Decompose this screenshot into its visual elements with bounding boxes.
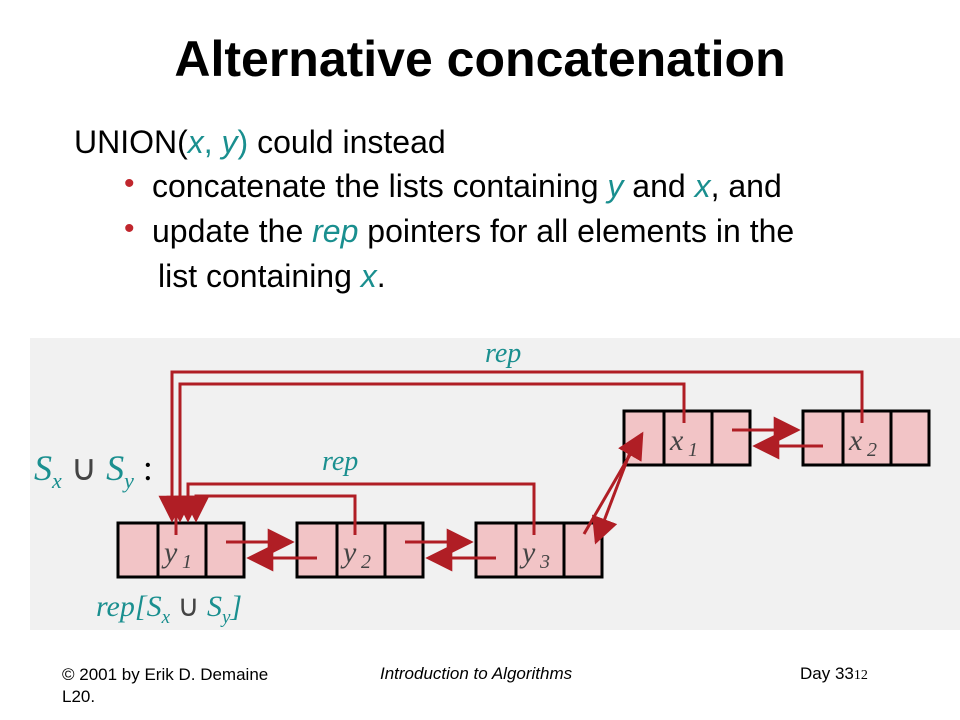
var-x: x [360, 258, 377, 294]
node-label: x [848, 424, 863, 457]
rep-open: rep[ [96, 590, 148, 623]
page-number: 12 [853, 668, 868, 683]
bullet-text: concatenate the lists containing [152, 168, 608, 204]
slide-title: Alternative concatenation [174, 31, 786, 87]
set-s: S [34, 448, 52, 488]
bullet-text: update the [152, 213, 313, 249]
var-x: x [187, 124, 204, 160]
bullet-icon: • [124, 212, 135, 245]
node-x2: x 2 [801, 409, 931, 467]
prev-arrow [592, 441, 636, 545]
var-y: y [221, 124, 238, 160]
node-label: y [161, 536, 178, 569]
set-s: S [147, 590, 162, 623]
set-s: S [106, 448, 124, 488]
node-label: x [669, 424, 684, 457]
var-y: y [607, 168, 624, 204]
bullet-continuation: list containing x. [158, 256, 386, 296]
node-y1: y 1 [116, 521, 246, 579]
rep-label-top: rep [485, 338, 521, 369]
rep-close: ] [229, 590, 242, 623]
node-subscript: 2 [867, 439, 877, 461]
node-x1: x 1 [622, 409, 752, 467]
rep-set-label: rep[Sx ∪ Sy] [96, 590, 242, 628]
svg-text:rep[Sx ∪ Sy]: rep[Sx ∪ Sy] [96, 590, 242, 628]
figure-canvas: y 1 y 2 y 3 x 1 x 2 [34, 338, 931, 628]
footer-copyright: © 2001 by Erik D. Demaine L20. [62, 664, 268, 708]
rep-pointers-mid [174, 482, 536, 535]
rep-arrow [182, 494, 357, 535]
svg-text:Sx ∪ Sy :: Sx ∪ Sy : [34, 448, 153, 493]
node-subscript: 3 [539, 551, 550, 573]
list-arrows [226, 416, 823, 572]
rep-pointers-top [158, 370, 864, 523]
node-label: y [519, 536, 536, 569]
set-union-label: Sx ∪ Sy : [34, 448, 153, 493]
bullet-text: and [623, 168, 695, 204]
footer-course: Introduction to Algorithms [380, 664, 573, 683]
node-y2: y 2 [295, 521, 425, 579]
bullet-text: pointers for all elements in the [358, 213, 795, 249]
comma: , [203, 124, 222, 160]
rep-self-arrow [174, 506, 178, 535]
set-s: S [207, 590, 222, 623]
union-symbol: ∪ [62, 448, 106, 488]
rep-arrow [166, 382, 686, 523]
bullet-update: • update the rep pointers for all elemen… [124, 211, 795, 251]
set-subscript-y: y [122, 468, 134, 493]
colon: : [134, 448, 153, 488]
node-label: y [340, 536, 357, 569]
union-line: UNION(x, y) could instead [74, 122, 446, 162]
rep-label-mid: rep [322, 446, 358, 477]
bullet-concatenate: • concatenate the lists containing y and… [124, 166, 782, 206]
footer-day: Day 3312 [800, 664, 868, 684]
node-subscript: 1 [688, 439, 698, 461]
var-x: x [694, 168, 711, 204]
union-text: UNION( [74, 124, 188, 160]
bullet-text: . [376, 258, 386, 294]
node-y3: y 3 [474, 521, 604, 579]
copyright-text: © 2001 by Erik D. Demaine [62, 665, 269, 684]
lecture-id: L20. [62, 687, 96, 706]
could-instead-text: could instead [248, 124, 446, 160]
bullet-text: , and [710, 168, 782, 204]
rep-arrow [158, 370, 864, 523]
union-symbol: ∪ [170, 590, 207, 623]
node-subscript: 1 [182, 551, 192, 573]
node-subscript: 2 [361, 551, 371, 573]
paren-close: ) [237, 124, 249, 160]
bullet-icon: • [124, 167, 135, 200]
day-text: Day 33 [800, 664, 854, 683]
set-subscript-x: x [161, 607, 171, 628]
bullet-text: list containing [158, 258, 361, 294]
var-rep: rep [312, 213, 359, 249]
next-arrow [582, 431, 644, 535]
set-subscript-y: y [220, 607, 231, 628]
set-subscript-x: x [51, 468, 62, 493]
linked-list-figure: y 1 y 2 y 3 x 1 x 2 [30, 338, 960, 630]
